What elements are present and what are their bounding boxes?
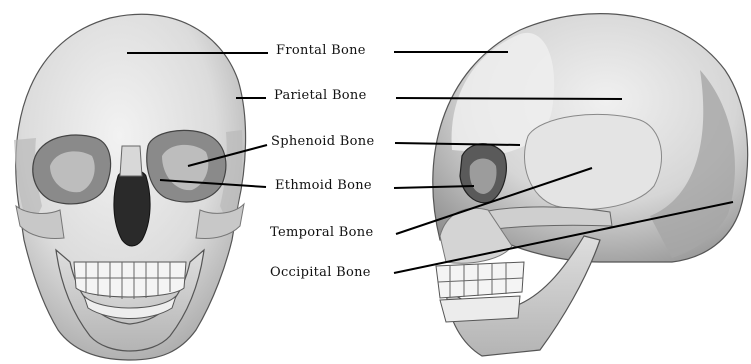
parietal-leader-right (396, 98, 622, 99)
ethmoid-bone-label: Ethmoid Bone (275, 178, 372, 193)
frontal-bone-label: Frontal Bone (276, 43, 366, 58)
occipital-bone-label: Occipital Bone (270, 265, 371, 280)
temporal-region (524, 114, 661, 209)
sphenoid-bone-label: Sphenoid Bone (271, 134, 374, 149)
lateral-teeth (436, 262, 524, 322)
anterior-teeth (74, 262, 186, 319)
lateral-view-skull (433, 14, 748, 356)
parietal-bone-label: Parietal Bone (274, 88, 367, 103)
anterior-view-skull (14, 14, 246, 360)
nasal-cavity (114, 170, 150, 246)
nasal-bone (120, 146, 142, 176)
temporal-bone-label: Temporal Bone (270, 225, 373, 240)
